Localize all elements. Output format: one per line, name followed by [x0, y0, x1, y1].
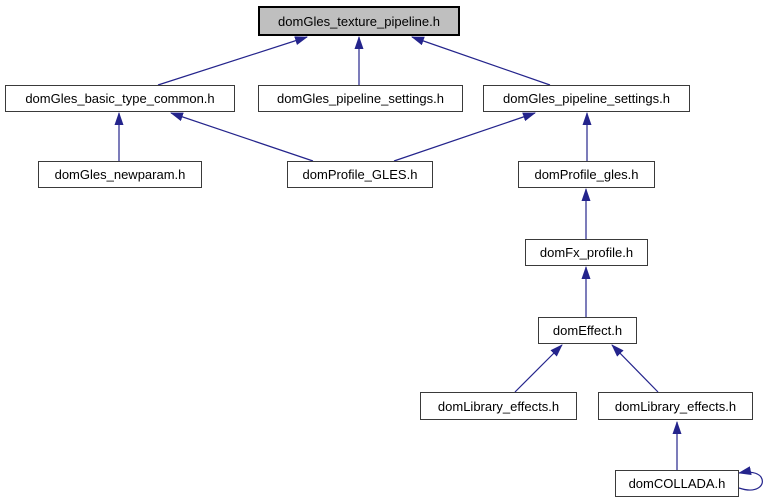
edge-profile-gles-caps-to-basic-type-common	[170, 112, 314, 162]
edge-collada-self-loop	[738, 466, 763, 491]
edge-library-effects-a-to-effect	[514, 344, 563, 393]
node-domlibrary-effects-a[interactable]: domLibrary_effects.h	[420, 392, 577, 420]
node-domgles-pipeline-settings-b[interactable]: domGles_pipeline_settings.h	[483, 85, 690, 112]
node-domgles-texture-pipeline[interactable]: domGles_texture_pipeline.h	[258, 6, 460, 36]
node-domgles-basic-type-common[interactable]: domGles_basic_type_common.h	[5, 85, 235, 112]
node-domeffect[interactable]: domEffect.h	[538, 317, 637, 344]
node-domgles-newparam[interactable]: domGles_newparam.h	[38, 161, 202, 188]
node-domlibrary-effects-b[interactable]: domLibrary_effects.h	[598, 392, 753, 420]
node-domprofile-gles-caps[interactable]: domProfile_GLES.h	[287, 161, 433, 188]
edge-basic-type-common-to-texture-pipeline	[157, 36, 308, 86]
node-domcollada[interactable]: domCOLLADA.h	[615, 470, 739, 497]
edge-pipeline-settings-b-to-texture-pipeline	[411, 36, 551, 86]
edge-profile-gles-caps-to-pipeline-settings-b	[393, 112, 536, 162]
edge-library-effects-b-to-effect	[611, 344, 659, 393]
node-domgles-pipeline-settings-a[interactable]: domGles_pipeline_settings.h	[258, 85, 463, 112]
node-domprofile-gles-lower[interactable]: domProfile_gles.h	[518, 161, 655, 188]
node-domfx-profile[interactable]: domFx_profile.h	[525, 239, 648, 266]
